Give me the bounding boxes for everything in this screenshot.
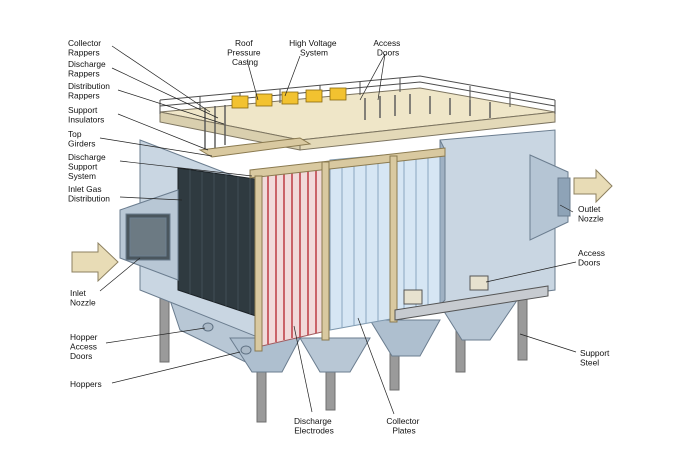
discharge-electrodes-shape — [261, 161, 323, 347]
high-voltage-boxes — [231, 87, 347, 109]
label-access-doors-right: Access Doors — [578, 248, 607, 267]
side-access-doors — [403, 275, 489, 305]
hopper-door-circles — [202, 322, 252, 355]
label-high-voltage-system: High Voltage System — [289, 38, 339, 57]
label-hopper-access-doors: Hopper Access Doors — [70, 332, 100, 361]
label-collector-rappers: Collector Rappers — [68, 38, 103, 57]
rappers-rods — [204, 94, 491, 150]
leader-lines — [99, 45, 577, 415]
label-discharge-rappers: Discharge Rappers — [68, 59, 108, 78]
label-discharge-electrodes: Discharge Electrodes — [294, 416, 334, 435]
label-distribution-rappers: Distribution Rappers — [68, 81, 112, 100]
label-inlet-gas-distribution: Inlet Gas Distribution — [68, 184, 110, 203]
label-outlet-nozzle: Outlet Nozzle — [578, 204, 604, 223]
label-support-steel: Support Steel — [580, 348, 612, 367]
inlet-nozzle-shape — [119, 189, 179, 281]
label-roof-pressure-casing: Roof Pressure Casing — [227, 38, 263, 67]
outlet-gas-arrow — [573, 168, 613, 204]
inlet-gas-arrow — [71, 241, 119, 283]
collector-plates-shape — [329, 149, 441, 331]
label-top-girders: Top Girders — [68, 129, 95, 148]
label-collector-plates: Collector Plates — [386, 416, 421, 435]
label-discharge-support-system: Discharge Support System — [68, 152, 108, 181]
label-access-doors-top: Access Doors — [373, 38, 402, 57]
label-hoppers: Hoppers — [70, 379, 102, 389]
bottom-walkway — [394, 285, 549, 321]
label-support-insulators: Support Insulators — [68, 105, 104, 124]
top-girders-shape — [198, 137, 446, 352]
label-inlet-nozzle: Inlet Nozzle — [70, 288, 96, 307]
